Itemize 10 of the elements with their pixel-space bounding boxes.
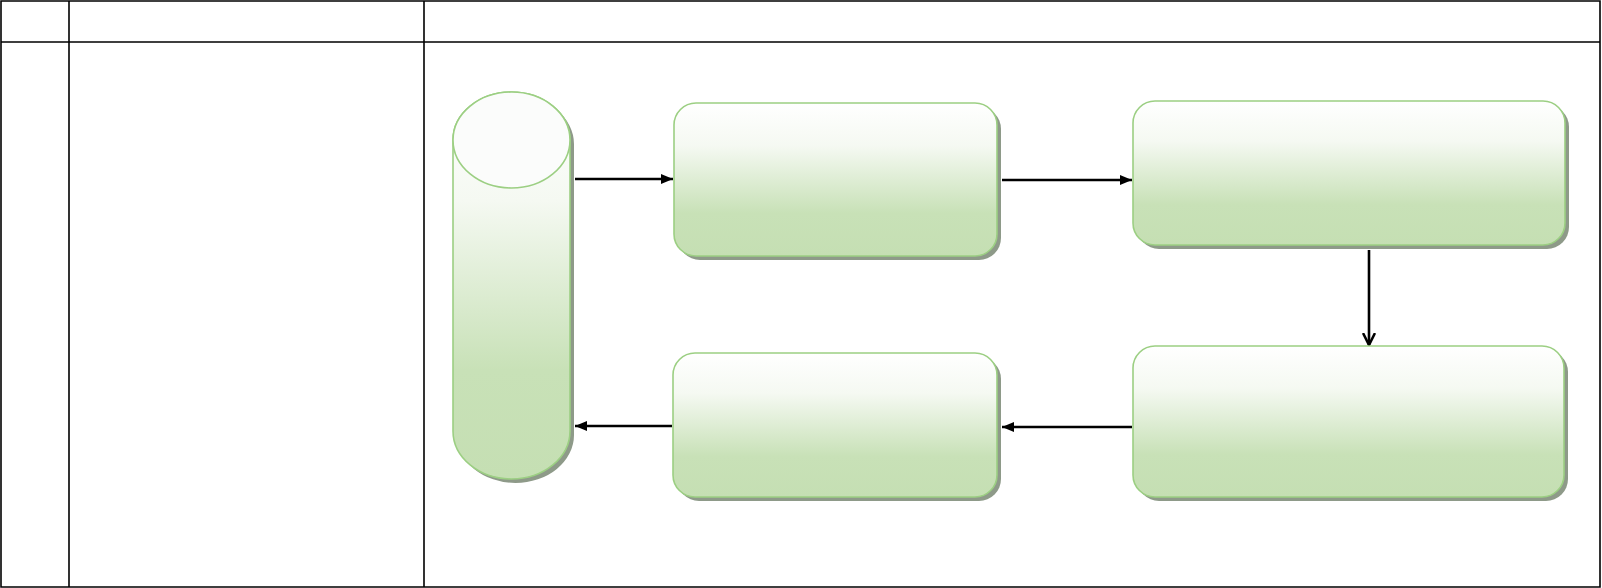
arrow [1362,250,1376,347]
arrow [575,421,672,431]
arrow [1002,422,1132,432]
process-box [1132,345,1569,502]
database-cylinder [452,91,575,484]
process-box [1132,100,1570,250]
arrow [575,174,673,184]
process-box [672,352,1002,502]
process-box [673,102,1002,261]
arrow [1002,175,1132,185]
